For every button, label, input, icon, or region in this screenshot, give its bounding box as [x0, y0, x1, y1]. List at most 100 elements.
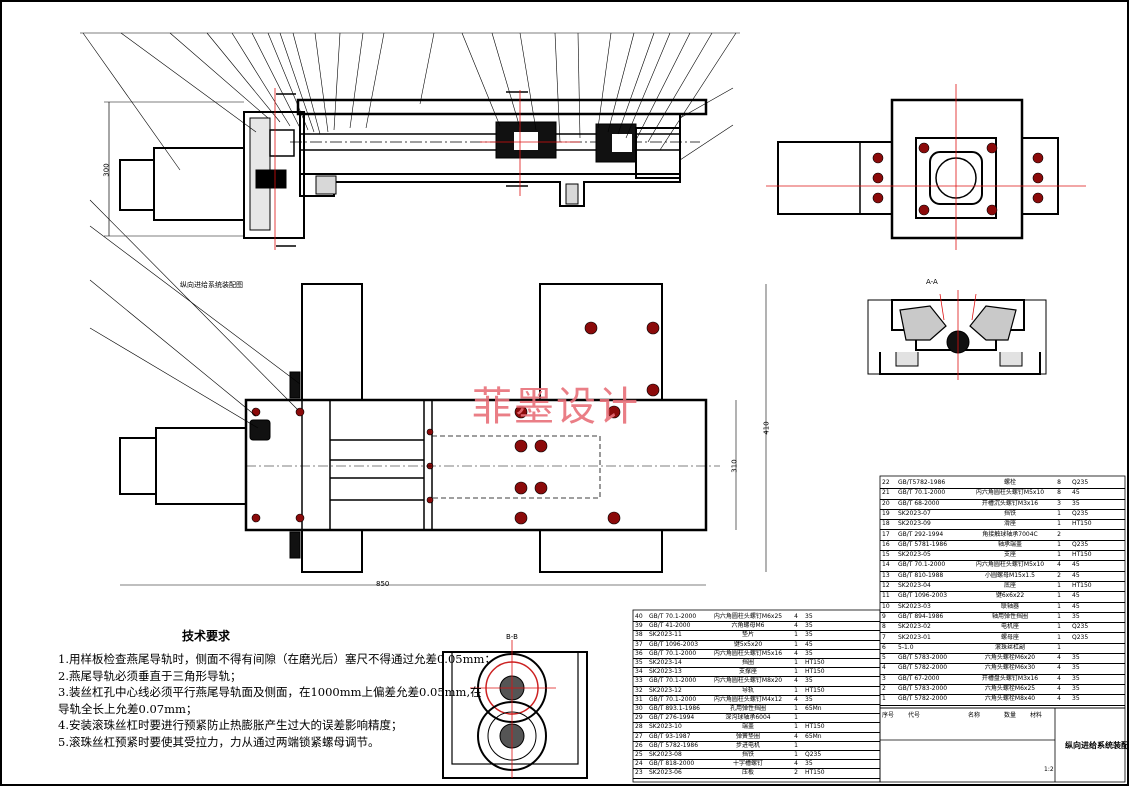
parts-cell-mat: 35	[805, 649, 813, 657]
parts-cell-code: GB/T 292-1994	[898, 530, 944, 538]
parts-cell-no: 4	[882, 664, 886, 672]
parts-cell-name: 挡铁	[1003, 509, 1016, 517]
parts-cell-name: 六角头螺栓M6x30	[984, 664, 1036, 672]
parts-cell-code: GB/T 818-2000	[649, 760, 695, 768]
parts-cell-mat: 45	[1072, 571, 1080, 579]
parts-cell-code: SK2023-08	[649, 751, 682, 758]
parts-cell-no: 31	[635, 695, 643, 703]
parts-cell-code: GB/T 893.1-1986	[649, 705, 700, 712]
parts-cell-name: 内六角圆柱头螺钉M8x20	[713, 677, 783, 685]
parts-cell-mat: 35	[805, 695, 813, 703]
parts-cell-qty: 4	[794, 695, 798, 703]
parts-cell-mat: 35	[1072, 685, 1080, 692]
parts-cell-name: 开槽沉头螺钉M3x16	[981, 499, 1039, 507]
parts-cell-no: 16	[882, 540, 890, 548]
parts-cell-name: 弹簧垫圈	[735, 732, 760, 740]
parts-cell-code: GB/T 41-2000	[649, 622, 691, 630]
parts-cell-qty: 1	[794, 686, 798, 694]
parts-cell-name: 支座	[1003, 551, 1016, 559]
parts-cell-no: 34	[635, 668, 643, 676]
parts-cell-qty: 2	[794, 769, 798, 777]
parts-cell-mat: HT150	[1072, 520, 1092, 528]
parts-cell-no: 37	[635, 640, 643, 648]
parts-cell-name: 键6x6x22	[995, 592, 1025, 600]
parts-cell-qty: 3	[1057, 499, 1061, 507]
parts-cell-qty: 2	[1057, 530, 1061, 538]
parts-cell-qty: 1	[1057, 551, 1061, 559]
parts-cell-mat: Q235	[1072, 623, 1089, 631]
parts-cell-no: 28	[635, 723, 643, 731]
parts-cell-code: SK2023-11	[649, 631, 682, 639]
parts-cell-no: 21	[882, 489, 890, 497]
parts-cell-qty: 1	[794, 668, 798, 676]
tech-item: 2.燕尾导轨必须垂直于三角形导轨；	[58, 668, 242, 683]
parts-cell-name: 挡圈	[741, 659, 754, 666]
parts-cell-code: GB/T 5782-2000	[898, 695, 948, 703]
parts-cell-qty: 4	[794, 613, 798, 620]
side-view	[766, 84, 1086, 250]
parts-cell-mat: 35	[1072, 695, 1080, 703]
parts-cell-no: 19	[882, 509, 890, 517]
dim-total-width: 850	[376, 580, 390, 588]
parts-cell-code: SK2023-10	[649, 723, 682, 731]
parts-cell-no: 22	[882, 479, 890, 486]
parts-cell-no: 40	[635, 613, 643, 620]
parts-cell-code: SK2023-14	[649, 659, 682, 666]
parts-cell-qty: 4	[794, 649, 798, 657]
parts-cell-code: GB/T 5782-1986	[649, 741, 699, 749]
parts-cell-name: 内六角圆柱头螺钉M5x10	[975, 561, 1045, 569]
parts-cell-qty: 1	[1057, 509, 1061, 517]
parts-cell-name: 孔用弹性挡圈	[729, 705, 766, 712]
parts-cell-code: SK2023-06	[649, 769, 682, 777]
parts-cell-mat: HT150	[805, 769, 825, 777]
parts-cell-mat: 45	[1072, 561, 1080, 569]
parts-cell-code: GB/T 5781-1986	[898, 540, 948, 548]
parts-cell-qty: 1	[794, 741, 798, 749]
tech-requirements-list: 1.用样板检查燕尾导轨时，侧面不得有间隙（在磨光后）塞尺不得通过允差0.05mm…	[58, 651, 496, 750]
tech-item: 3.装丝杠孔中心线必须平行燕尾导轨面及侧面，在1000mm上偏差允差0.05mm…	[58, 685, 482, 699]
parts-cell-no: 14	[882, 561, 890, 569]
parts-cell-mat: 45	[1072, 602, 1080, 610]
parts-cell-mat: Q235	[1072, 540, 1089, 548]
parts-cell-code: GB/T 1096-2003	[649, 640, 699, 648]
parts-cell-code: GB/T 70.1-2000	[649, 695, 697, 703]
parts-cell-no: 10	[882, 602, 890, 610]
tb-scale: 1:2	[1044, 766, 1054, 773]
parts-cell-name: 轴承端盖	[997, 540, 1022, 548]
parts-cell-qty: 1	[1057, 623, 1061, 631]
parts-cell-code: SK2023-12	[649, 686, 682, 694]
parts-cell-name: 内六角圆柱头螺钉M5x10	[975, 489, 1045, 497]
parts-cell-qty: 1	[1057, 612, 1061, 620]
parts-cell-mat: 65Mn	[805, 732, 822, 740]
plan-view-label: 纵向进给系统装配图	[180, 281, 243, 289]
parts-cell-name: 垫片	[741, 631, 754, 639]
parts-cell-no: 26	[635, 741, 643, 749]
parts-cell-qty: 1	[1057, 520, 1061, 528]
parts-cell-name: 滚珠丝杠副	[994, 643, 1025, 651]
parts-cell-qty: 1	[1057, 540, 1061, 548]
parts-cell-qty: 1	[1057, 633, 1061, 641]
parts-cell-mat: 35	[805, 631, 813, 639]
dim-inner: 310	[730, 459, 739, 473]
parts-cell-code: SK2023-09	[898, 520, 931, 528]
section-bb-view	[442, 640, 588, 779]
parts-cell-mat: HT150	[1072, 582, 1092, 589]
parts-cell-no: 9	[882, 612, 886, 620]
plan-view	[89, 199, 767, 586]
parts-cell-name: 步进电机	[735, 741, 760, 749]
parts-cell-qty: 4	[1057, 674, 1061, 682]
